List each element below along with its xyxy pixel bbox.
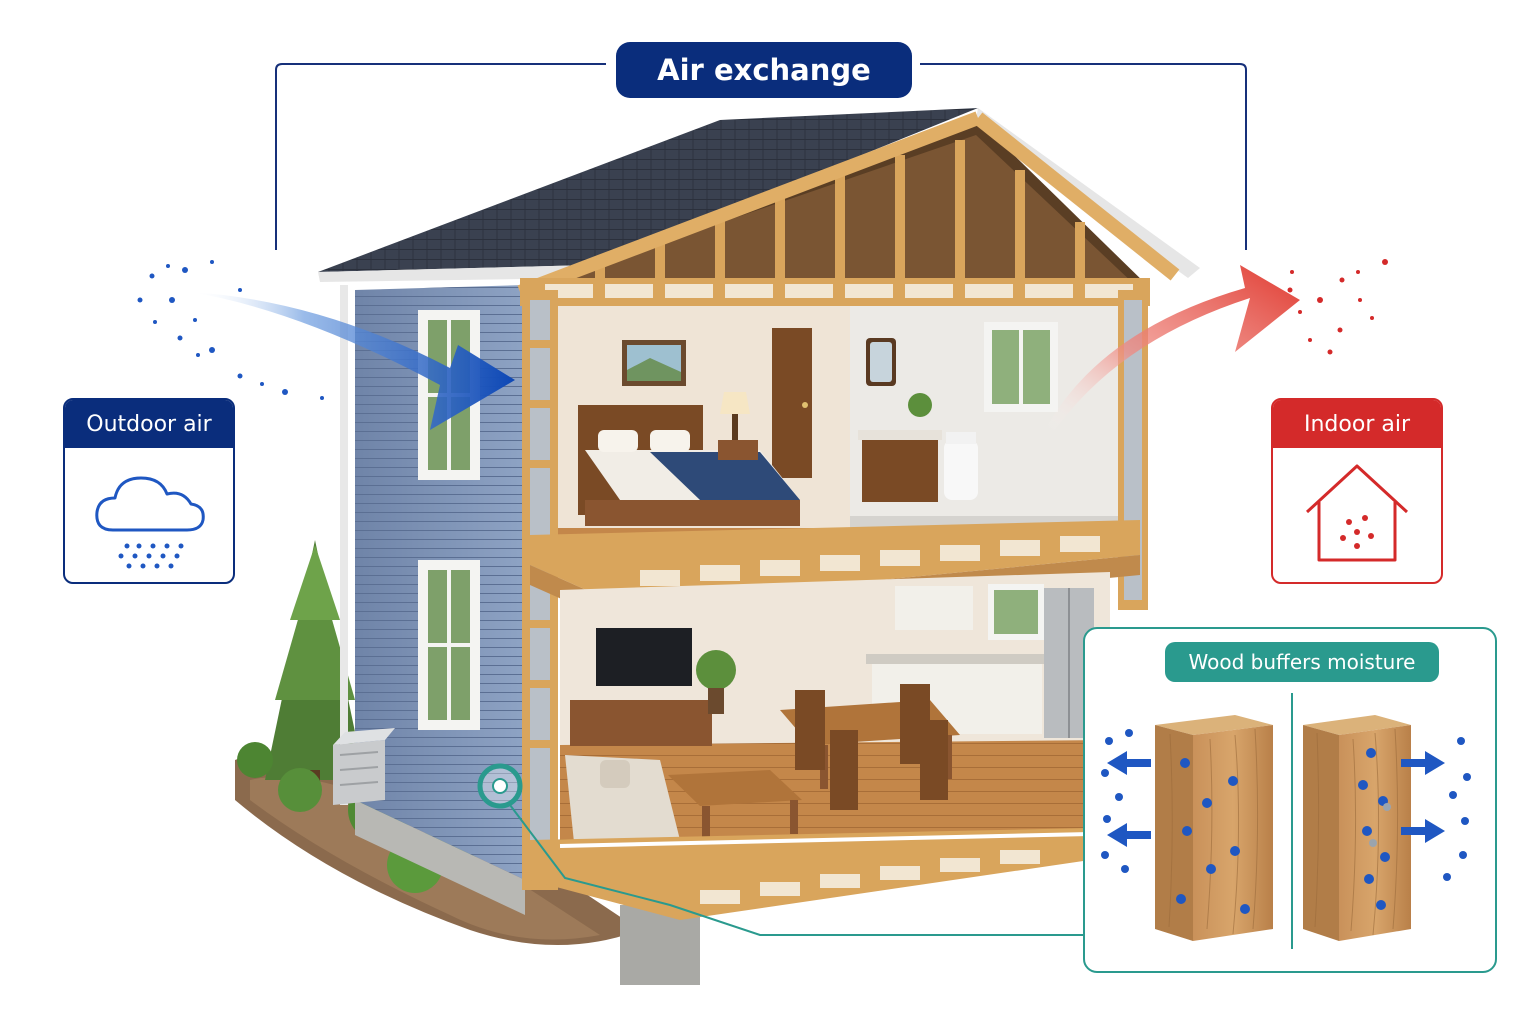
indoor-particles: [1287, 259, 1388, 355]
outdoor-particles: [137, 260, 324, 400]
outdoor-air-label: Outdoor air: [86, 411, 212, 437]
ground-floor-platform: [530, 828, 1091, 920]
house-icon: [1305, 464, 1409, 562]
wood-moisture-badge: Wood buffers moisture: [1165, 642, 1439, 682]
wood-block-left: [1101, 715, 1273, 941]
wood-moisture-label: Wood buffers moisture: [1188, 650, 1416, 674]
timber-frame: [517, 111, 1180, 890]
hvac-unit: [333, 728, 395, 805]
title-text: Air exchange: [657, 53, 871, 87]
exterior-side-wall: [340, 285, 700, 985]
bathroom: [850, 306, 1118, 528]
indoor-air-card: Indoor air: [1271, 398, 1443, 584]
wood-blocks-figure: [1101, 693, 1471, 949]
moisture-callout-marker: [477, 763, 1083, 936]
bedroom: [558, 306, 850, 540]
indoor-air-label: Indoor air: [1304, 411, 1410, 437]
wood-moisture-card: [1083, 627, 1497, 973]
outdoor-air-header: Outdoor air: [65, 400, 233, 448]
air-exchange-frame: [275, 63, 1247, 250]
roof: [318, 108, 1200, 282]
indoor-air-header: Indoor air: [1273, 400, 1441, 448]
living-kitchen: [560, 572, 1110, 852]
cloud-icon: [95, 476, 205, 569]
wood-block-right: [1303, 715, 1471, 941]
title-badge: Air exchange: [616, 42, 912, 98]
outdoor-air-card: Outdoor air: [63, 398, 235, 584]
